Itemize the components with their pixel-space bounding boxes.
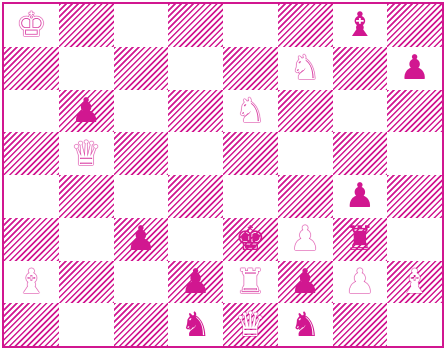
black-pawn-icon[interactable]: ♟ xyxy=(278,261,333,304)
square-d4[interactable] xyxy=(168,175,223,218)
white-king-icon[interactable]: ♚ xyxy=(4,4,59,47)
square-a2[interactable]: ♝ xyxy=(4,261,59,304)
square-f6[interactable] xyxy=(278,90,333,133)
square-a6[interactable] xyxy=(4,90,59,133)
square-g6[interactable] xyxy=(333,90,388,133)
square-b1[interactable] xyxy=(59,303,114,346)
square-d2[interactable]: ♟ xyxy=(168,261,223,304)
square-e6[interactable]: ♞ xyxy=(223,90,278,133)
square-e7[interactable] xyxy=(223,47,278,90)
square-f7[interactable]: ♞ xyxy=(278,47,333,90)
square-e3[interactable]: ♚ xyxy=(223,218,278,261)
square-e2[interactable]: ♜ xyxy=(223,261,278,304)
square-f1[interactable]: ♞ xyxy=(278,303,333,346)
square-d3[interactable] xyxy=(168,218,223,261)
square-c2[interactable] xyxy=(114,261,169,304)
white-knight-icon[interactable]: ♞ xyxy=(278,47,333,90)
black-bishop-icon[interactable]: ♝ xyxy=(333,4,388,47)
square-e1[interactable]: ♛ xyxy=(223,303,278,346)
white-knight-icon[interactable]: ♞ xyxy=(223,90,278,133)
square-b3[interactable] xyxy=(59,218,114,261)
square-g8[interactable]: ♝ xyxy=(333,4,388,47)
square-h1[interactable] xyxy=(387,303,442,346)
white-queen-icon[interactable]: ♛ xyxy=(223,303,278,346)
white-bishop-icon[interactable]: ♝ xyxy=(387,261,442,304)
square-b2[interactable] xyxy=(59,261,114,304)
square-c5[interactable] xyxy=(114,132,169,175)
white-pawn-icon[interactable]: ♟ xyxy=(278,218,333,261)
square-h7[interactable]: ♟ xyxy=(387,47,442,90)
white-rook-icon[interactable]: ♜ xyxy=(223,261,278,304)
square-b5[interactable]: ♛ xyxy=(59,132,114,175)
white-pawn-icon[interactable]: ♟ xyxy=(333,261,388,304)
square-h3[interactable] xyxy=(387,218,442,261)
square-c7[interactable] xyxy=(114,47,169,90)
square-b7[interactable] xyxy=(59,47,114,90)
black-pawn-icon[interactable]: ♟ xyxy=(114,218,169,261)
square-a8[interactable]: ♚ xyxy=(4,4,59,47)
square-g4[interactable]: ♟ xyxy=(333,175,388,218)
chess-board: ♚♝♞♟♟♞♛♟♟♚♟♜♝♟♜♟♟♝♞♛♞ xyxy=(2,2,444,348)
square-g5[interactable] xyxy=(333,132,388,175)
square-e4[interactable] xyxy=(223,175,278,218)
square-f3[interactable]: ♟ xyxy=(278,218,333,261)
square-d7[interactable] xyxy=(168,47,223,90)
black-pawn-icon[interactable]: ♟ xyxy=(59,90,114,133)
square-h6[interactable] xyxy=(387,90,442,133)
white-bishop-icon[interactable]: ♝ xyxy=(4,261,59,304)
black-knight-icon[interactable]: ♞ xyxy=(168,303,223,346)
square-g3[interactable]: ♜ xyxy=(333,218,388,261)
square-f4[interactable] xyxy=(278,175,333,218)
square-g1[interactable] xyxy=(333,303,388,346)
square-d6[interactable] xyxy=(168,90,223,133)
square-e8[interactable] xyxy=(223,4,278,47)
white-queen-icon[interactable]: ♛ xyxy=(59,132,114,175)
square-g2[interactable]: ♟ xyxy=(333,261,388,304)
square-h2[interactable]: ♝ xyxy=(387,261,442,304)
black-pawn-icon[interactable]: ♟ xyxy=(333,175,388,218)
square-h4[interactable] xyxy=(387,175,442,218)
square-d8[interactable] xyxy=(168,4,223,47)
square-c3[interactable]: ♟ xyxy=(114,218,169,261)
square-c6[interactable] xyxy=(114,90,169,133)
square-f8[interactable] xyxy=(278,4,333,47)
square-h5[interactable] xyxy=(387,132,442,175)
black-king-icon[interactable]: ♚ xyxy=(223,218,278,261)
square-f5[interactable] xyxy=(278,132,333,175)
square-a5[interactable] xyxy=(4,132,59,175)
square-g7[interactable] xyxy=(333,47,388,90)
square-d1[interactable]: ♞ xyxy=(168,303,223,346)
black-rook-icon[interactable]: ♜ xyxy=(333,218,388,261)
square-e5[interactable] xyxy=(223,132,278,175)
square-f2[interactable]: ♟ xyxy=(278,261,333,304)
square-a7[interactable] xyxy=(4,47,59,90)
square-c1[interactable] xyxy=(114,303,169,346)
square-c8[interactable] xyxy=(114,4,169,47)
square-d5[interactable] xyxy=(168,132,223,175)
black-knight-icon[interactable]: ♞ xyxy=(278,303,333,346)
square-a3[interactable] xyxy=(4,218,59,261)
square-c4[interactable] xyxy=(114,175,169,218)
square-h8[interactable] xyxy=(387,4,442,47)
black-pawn-icon[interactable]: ♟ xyxy=(387,47,442,90)
square-b6[interactable]: ♟ xyxy=(59,90,114,133)
square-b8[interactable] xyxy=(59,4,114,47)
square-b4[interactable] xyxy=(59,175,114,218)
square-a4[interactable] xyxy=(4,175,59,218)
square-a1[interactable] xyxy=(4,303,59,346)
black-pawn-icon[interactable]: ♟ xyxy=(168,261,223,304)
